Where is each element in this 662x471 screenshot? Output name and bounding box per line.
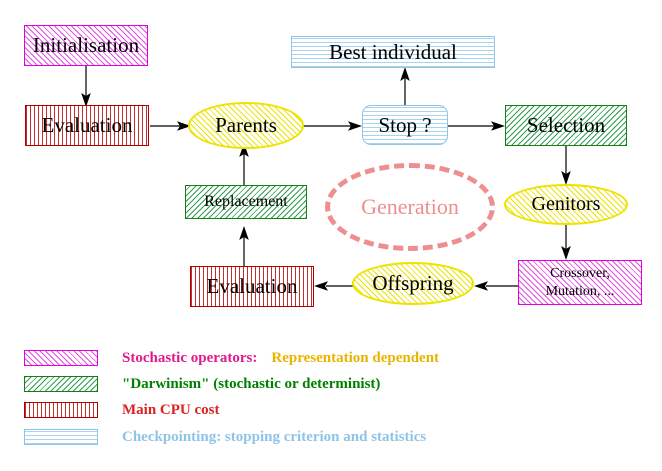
legend-label-stochastic-operators-primary: Stochastic operators: (122, 349, 258, 366)
arrow-stop-to-selection (448, 118, 506, 134)
node-parents[interactable]: Parents (188, 102, 304, 149)
node-selection-label: Selection (526, 113, 606, 138)
legend-row-checkpointing: Checkpointing: stopping criterion and st… (24, 428, 426, 446)
legend-swatch-blue-horizontal-hatch-icon (24, 429, 98, 445)
arrow-initialisation-to-evaluation (78, 64, 94, 108)
legend-label-darwinism: "Darwinism" (stochastic or determinist) (122, 375, 381, 392)
node-crossover-mutation-label: Crossover, Mutation, ... (545, 266, 615, 299)
node-genitors[interactable]: Genitors (504, 184, 628, 225)
node-evaluation-bottom-label: Evaluation (206, 274, 298, 299)
node-initialisation[interactable]: Initialisation (24, 25, 148, 66)
arrow-evaluation-to-replacement (236, 226, 252, 268)
node-stop-label: Stop ? (378, 112, 432, 137)
legend-row-stochastic-operators: Stochastic operators: Representation depe… (24, 349, 439, 367)
legend-swatch-magenta-diagonal-hatch-icon (24, 350, 98, 366)
node-best-individual[interactable]: Best individual (291, 36, 495, 68)
arrow-replacement-to-parents (236, 143, 252, 185)
node-selection[interactable]: Selection (505, 105, 627, 146)
legend-row-darwinism: "Darwinism" (stochastic or determinist) (24, 375, 380, 393)
arrow-evaluation-to-parents (150, 118, 192, 134)
node-offspring-label: Offspring (372, 271, 454, 296)
node-stop[interactable]: Stop ? (362, 105, 448, 145)
legend-row-main-cpu-cost: Main CPU cost (24, 401, 220, 419)
node-parents-label: Parents (215, 113, 277, 138)
node-crossover-mutation[interactable]: Crossover, Mutation, ... (518, 260, 642, 305)
node-best-individual-label: Best individual (329, 39, 457, 64)
legend-label-stochastic-operators: Stochastic operators: Representation depe… (122, 350, 439, 367)
arrow-stop-to-best-individual (397, 67, 413, 107)
node-evaluation-bottom[interactable]: Evaluation (190, 266, 314, 307)
legend-label-representation-dependent: Representation dependent (271, 349, 440, 366)
node-generation-loop: Generation (325, 163, 495, 251)
legend-swatch-red-vertical-hatch-icon (24, 402, 98, 418)
node-evaluation-top-label: Evaluation (41, 113, 133, 138)
legend-label-checkpointing: Checkpointing: stopping criterion and st… (122, 428, 427, 445)
node-replacement-label: Replacement (204, 192, 288, 210)
arrow-crossover-to-offspring (474, 278, 522, 294)
node-offspring[interactable]: Offspring (352, 262, 474, 305)
node-initialisation-label: Initialisation (32, 33, 140, 58)
node-generation-loop-label: Generation (361, 194, 459, 219)
node-evaluation-top[interactable]: Evaluation (25, 105, 149, 146)
legend-label-main-cpu-cost: Main CPU cost (122, 401, 220, 418)
node-genitors-label: Genitors (531, 193, 601, 215)
node-replacement[interactable]: Replacement (185, 185, 307, 219)
arrow-selection-to-genitors (558, 144, 574, 186)
legend-swatch-green-diagonal-hatch-icon (24, 376, 98, 392)
arrow-parents-to-stop (303, 118, 363, 134)
arrow-genitors-to-crossover (558, 219, 574, 261)
